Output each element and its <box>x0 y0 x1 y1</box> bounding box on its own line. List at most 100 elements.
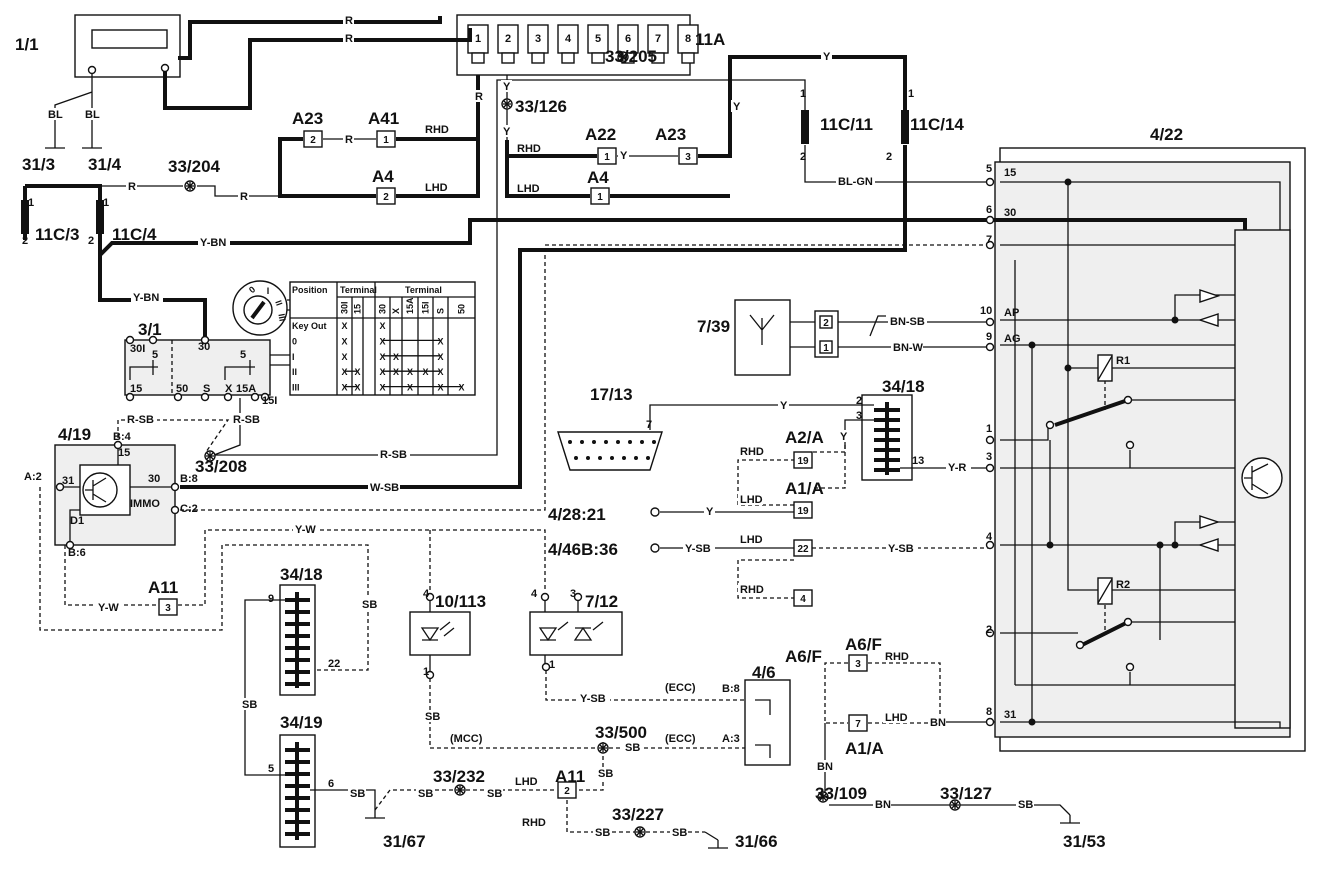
battery-display <box>91 29 168 49</box>
diag-pin <box>652 440 656 444</box>
connector-box-number: 19 <box>797 456 809 467</box>
splice-mark <box>619 53 627 61</box>
splice-mark <box>456 786 464 794</box>
terminal-pin <box>125 392 135 402</box>
wire-11c3-11c4 <box>23 184 102 200</box>
fuse-terminal <box>501 52 515 64</box>
component-label: 33/127 <box>940 784 992 803</box>
label-bg <box>738 533 763 545</box>
label-bg <box>815 760 833 772</box>
wire-label: BL <box>85 109 100 121</box>
pin-label: 7 <box>655 33 661 45</box>
label-bg <box>670 826 688 838</box>
wire-label: RHD <box>740 446 764 458</box>
fuse-terminal <box>531 52 545 64</box>
table-column-header: 30I <box>340 301 350 314</box>
splice-mark <box>636 828 644 836</box>
component-label: 11C/3 <box>35 225 79 244</box>
table-mark: X <box>341 367 347 377</box>
label-bg <box>416 787 434 799</box>
component-label: 33/208 <box>195 457 247 476</box>
relay-coil <box>1097 355 1113 604</box>
wire-a2a-19 <box>812 445 846 453</box>
wire-label: RHD <box>522 817 546 829</box>
label-bg <box>198 236 230 248</box>
terminal-pin <box>541 662 551 672</box>
wire-label: (ECC) <box>665 682 696 694</box>
wire-label: (MCC) <box>450 733 483 745</box>
inline-fuse <box>96 200 104 234</box>
pin-label: 15A <box>236 383 256 395</box>
label-bg <box>821 50 832 62</box>
module-4-6 <box>744 679 791 766</box>
component-label: A23 <box>655 125 686 144</box>
splice-mark <box>599 744 607 752</box>
led-icon <box>420 621 604 642</box>
splice-mark <box>186 182 194 190</box>
diag-pin <box>598 456 602 460</box>
label-bg <box>423 181 448 193</box>
table-mark: X <box>379 336 385 346</box>
transistor-icon <box>1244 463 1269 495</box>
wire-label: BL-GN <box>838 176 873 188</box>
label-bg <box>83 108 101 120</box>
terminal-pin <box>573 592 583 602</box>
wire-r-sb-solid <box>213 398 241 456</box>
junction-dot <box>1064 364 1072 372</box>
label-bg <box>1016 798 1034 810</box>
connector-box-number: 1 <box>604 152 610 163</box>
wire-label: SB <box>362 599 377 611</box>
wire-label: BN-W <box>893 342 924 354</box>
component-label: 4/46B:36 <box>548 540 618 559</box>
terminal-pin <box>160 63 170 73</box>
pin-label: 4 <box>423 588 430 600</box>
terminal-pin <box>985 215 995 225</box>
pin-label: 5 <box>986 163 992 175</box>
wire-label: W-SB <box>370 482 399 494</box>
terminal-pin <box>985 317 995 327</box>
ground-icon <box>708 840 728 849</box>
fuse-terminal <box>591 52 605 64</box>
connector-box-number: 4 <box>800 594 806 605</box>
label-bg <box>240 698 258 710</box>
wire-label: BN-SB <box>890 316 925 328</box>
pin-label: 1 <box>28 197 34 209</box>
component-label: 7/12 <box>585 592 618 611</box>
pin-label: B:6 <box>68 547 86 559</box>
label-bg <box>96 601 121 613</box>
label-bg <box>888 315 927 327</box>
connector-box <box>376 130 396 148</box>
terminal-pin <box>425 670 435 680</box>
wire-label: BN <box>875 799 891 811</box>
label-bg <box>293 523 318 535</box>
terminal-pin <box>1125 440 1135 450</box>
switch-contacts <box>129 354 290 380</box>
label-bg <box>618 149 629 161</box>
fuse-terminal <box>651 52 665 64</box>
splice-mark <box>206 452 214 460</box>
wire-label: Y-SB <box>685 543 711 555</box>
label-bg <box>778 399 789 411</box>
label-bg <box>231 413 263 425</box>
pin-label: S <box>203 383 210 395</box>
label-bg <box>513 775 538 787</box>
component-label: A41 <box>368 109 399 128</box>
pin-label: 10 <box>980 305 992 317</box>
label-bg <box>704 505 715 517</box>
table-header-position: Position <box>292 285 328 295</box>
table-column-header: S <box>436 308 446 314</box>
wire-label: R-SB <box>127 414 154 426</box>
wire-a23-a4 <box>278 137 376 198</box>
table-row-label: 0 <box>292 336 297 346</box>
wire-31-66 <box>704 831 719 841</box>
pin-label: 6 <box>986 204 992 216</box>
connector-box-number: 1 <box>383 135 389 146</box>
lock-position-label: I <box>267 286 270 296</box>
wire-label: RHD <box>425 124 449 136</box>
label-bg <box>448 732 487 744</box>
pin-label: B:4 <box>113 431 132 443</box>
wire-r-1 <box>163 28 472 110</box>
wire-label: LHD <box>740 494 763 506</box>
table-mark: X <box>458 383 464 393</box>
pin-label: 15 <box>130 383 142 395</box>
